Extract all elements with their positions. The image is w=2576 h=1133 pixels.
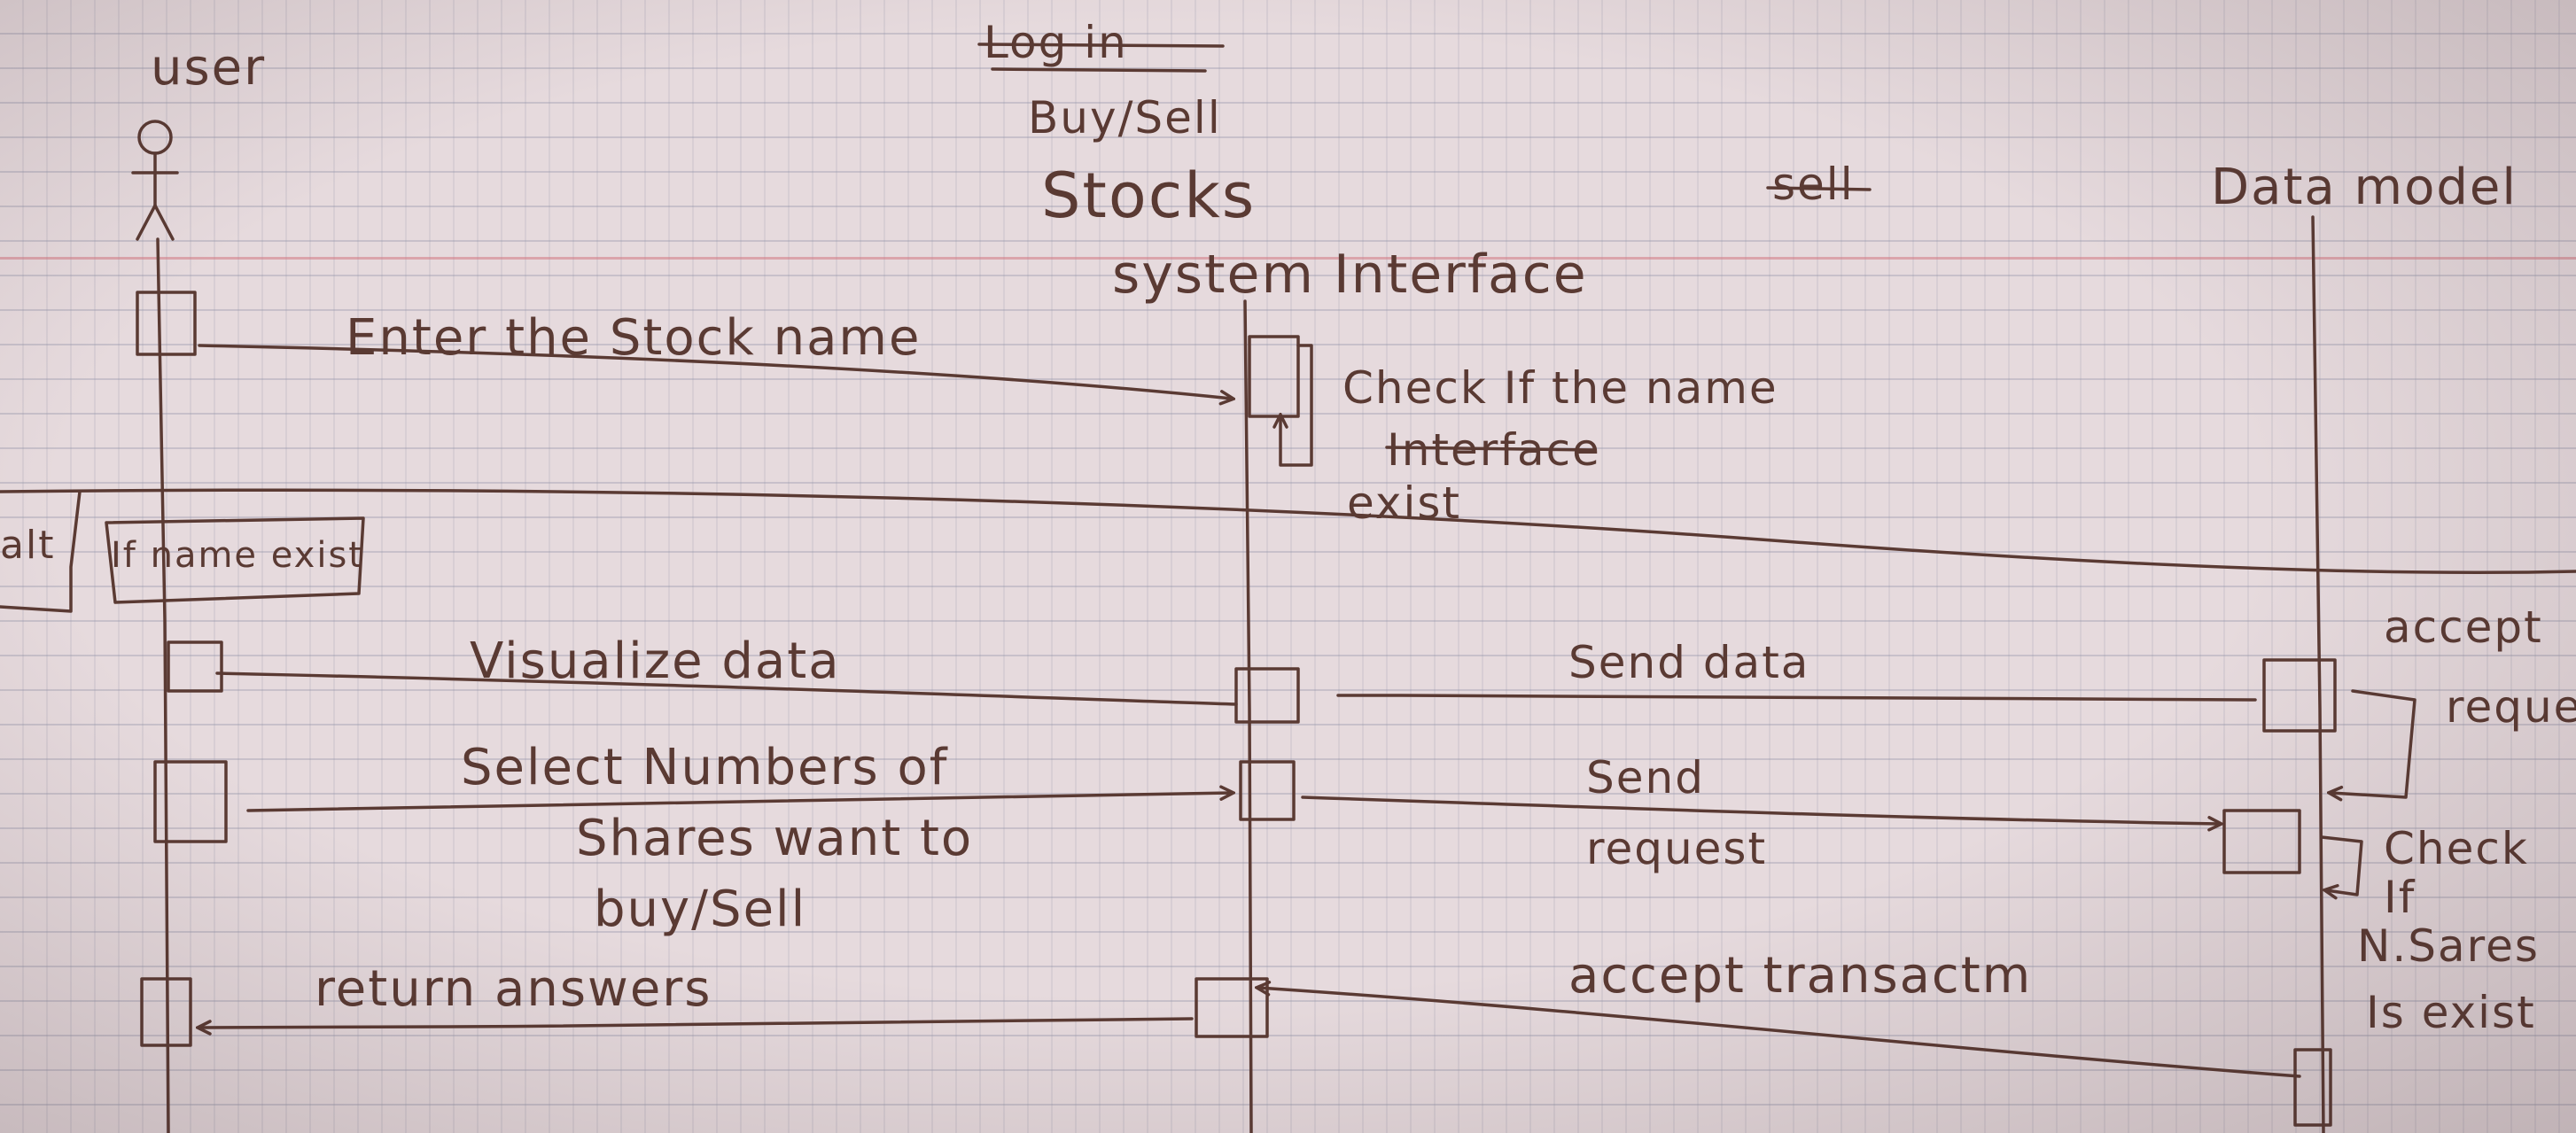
participant-interface-line2: Stocks xyxy=(1041,159,1256,232)
self-message-arrow xyxy=(1280,344,1313,467)
alt-operator-label: alt xyxy=(0,523,55,568)
data-model-activation-box xyxy=(2262,658,2337,733)
message-line-send-data xyxy=(1336,694,2257,702)
participant-interface-line1: Buy/Sell xyxy=(1028,92,1222,144)
interface-lifeline xyxy=(1243,299,1253,1133)
message-send-request-line2: request xyxy=(1586,823,1767,874)
self-message-accept-line1: accept xyxy=(2384,601,2543,653)
user-activation-box xyxy=(140,977,192,1047)
user-activation-box xyxy=(136,291,197,356)
message-arrow-enter-stock-name xyxy=(198,344,1232,399)
user-actor-icon xyxy=(131,120,179,241)
interface-activation-box xyxy=(1248,335,1300,418)
data-model-self-arrow xyxy=(2331,689,2416,797)
user-activation-box xyxy=(167,640,223,693)
underline xyxy=(991,67,1207,73)
message-arrow-return-answers xyxy=(199,1017,1194,1028)
interface-activation-box xyxy=(1195,977,1269,1038)
message-send-data: Send data xyxy=(1568,637,1809,688)
message-arrow-accept-transaction xyxy=(1258,988,2301,1078)
participant-interface-line3: system Interface xyxy=(1112,244,1588,306)
strikethrough-line xyxy=(1385,446,1597,452)
message-arrow-select-shares xyxy=(246,793,1232,812)
message-send-request-line1: Send xyxy=(1586,752,1705,803)
message-select-line3: buy/Sell xyxy=(594,881,806,938)
message-line-visualize-data xyxy=(215,671,1238,706)
self-message-check2-line2: If xyxy=(2384,872,2416,923)
user-lifeline xyxy=(156,237,170,1133)
message-return-answers: return answers xyxy=(315,960,712,1018)
message-accept-transaction: accept transactm xyxy=(1568,947,2032,1005)
self-message-check2-line1: Check xyxy=(2384,823,2529,874)
alt-guard-box xyxy=(105,516,365,604)
message-arrow-send-request xyxy=(1301,795,2220,824)
data-model-activation-box xyxy=(2293,1048,2332,1127)
alt-operator-tab xyxy=(0,490,82,613)
strikethrough-line xyxy=(977,43,1225,48)
self-message-check2-line4: Is exist xyxy=(2366,987,2536,1038)
message-enter-stock-name: Enter the Stock name xyxy=(346,309,921,367)
participant-data-model-label: Data model xyxy=(2211,159,2518,216)
participant-login-struck: Log in xyxy=(984,17,1128,68)
data-model-activation-box xyxy=(2222,809,2301,874)
self-message-check2-line3: N.Sares xyxy=(2357,920,2540,972)
strikethrough-line xyxy=(1766,186,1872,191)
self-message-check-line1: Check If the name xyxy=(1342,362,1778,414)
message-select-line1: Select Numbers of xyxy=(461,739,948,796)
participant-user-label: user xyxy=(151,39,266,97)
message-select-line2: Shares want to xyxy=(576,810,973,867)
user-activation-box xyxy=(153,760,228,843)
self-message-accept-line2: request xyxy=(2446,681,2576,733)
interface-activation-box xyxy=(1239,760,1296,821)
interface-activation-box xyxy=(1234,667,1300,724)
data-model-lifeline xyxy=(2311,215,2325,1133)
self-message-check-line3: exist xyxy=(1347,477,1461,529)
alt-guard-label: If name exist xyxy=(111,535,364,576)
notebook-margin-line xyxy=(0,257,2576,260)
data-model-check-self-arrow xyxy=(2320,835,2363,895)
participant-middle-struck: sell xyxy=(1772,159,1855,210)
alt-fragment-top-border xyxy=(0,488,2576,574)
message-visualize-data: Visualize data xyxy=(470,632,841,690)
